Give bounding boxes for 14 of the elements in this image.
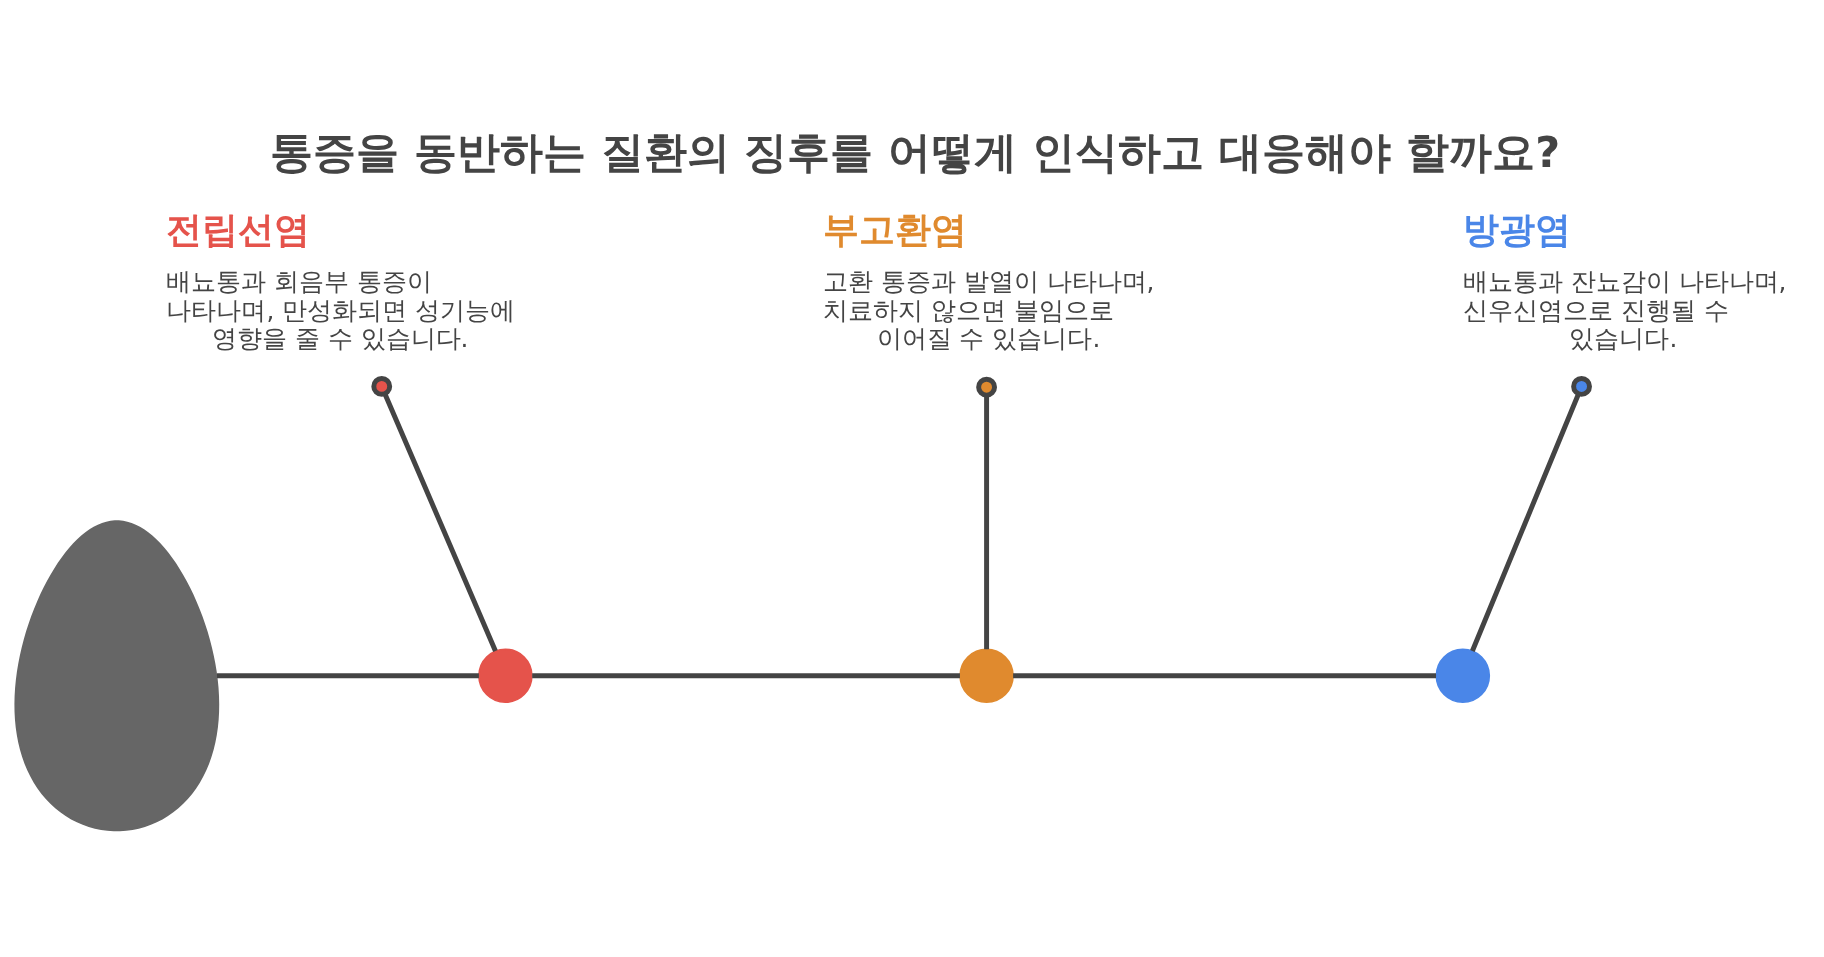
node-circle [478,648,533,703]
diagram-title: 통증을 동반하는 질환의 징후를 어떻게 인식하고 대응해야 할까요? [269,126,1561,177]
connector [532,672,960,678]
connector [217,672,479,678]
node-text: 방광염 배뇨통과 잔뇨감이 나타나며, 신우신염으로 진행될 수 있습니다. [1462,207,1787,353]
node-picture [14,519,220,831]
node-circle [959,648,1014,703]
connector [1470,375,1592,652]
node-circle [1435,648,1491,703]
connector [976,376,997,649]
node-text: 부고환염 고환 통증과 발열이 나타나며, 치료하지 않으면 불임으로 이어질 수 있습니다. [822,207,1155,353]
node-text: 전립선염 배뇨통과 회음부 통증이 나타나며, 만성화되면 성기능에 영향을 줄 수 있습니다. [166,207,516,353]
connector [371,375,498,652]
connector [1013,672,1437,678]
